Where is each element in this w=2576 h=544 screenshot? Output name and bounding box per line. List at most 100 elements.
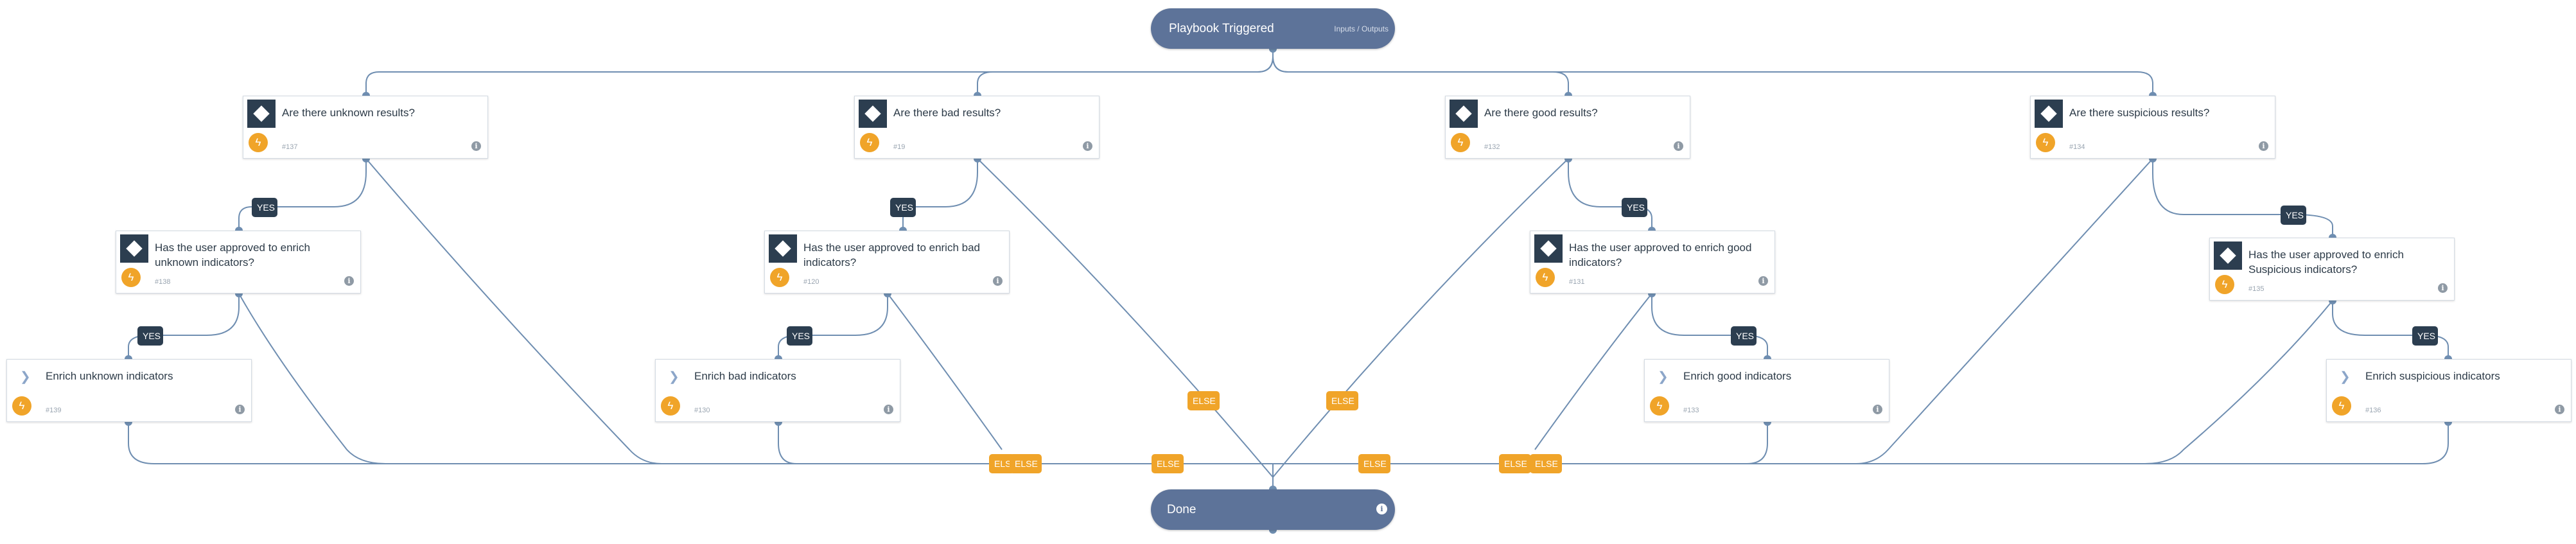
task-133-enrich-good[interactable]: ❯ ϟ Enrich good indicators #133 i bbox=[1644, 359, 1889, 422]
start-node-title: Playbook Triggered bbox=[1169, 22, 1274, 35]
edge-path bbox=[778, 422, 797, 464]
yes-label[interactable]: YES bbox=[2412, 326, 2438, 346]
task-id: #130 bbox=[694, 407, 710, 414]
info-icon[interactable]: i bbox=[1674, 141, 1683, 151]
info-icon[interactable]: i bbox=[1376, 504, 1387, 514]
info-icon[interactable]: i bbox=[2555, 405, 2564, 414]
task-131-approve-good[interactable]: ϟ Has the user approved to enrich good i… bbox=[1530, 231, 1775, 294]
info-icon[interactable]: i bbox=[471, 141, 481, 151]
task-title: Has the user approved to enrich unknown … bbox=[155, 241, 310, 268]
info-icon[interactable]: i bbox=[1873, 405, 1882, 414]
edge-path bbox=[1651, 294, 1768, 359]
edge-path bbox=[1272, 158, 1569, 478]
bolt-icon: ϟ bbox=[860, 133, 879, 152]
edge-path bbox=[1534, 293, 1652, 450]
edge-path bbox=[238, 159, 367, 231]
else-label[interactable]: ELSE bbox=[1530, 454, 1562, 473]
bolt-icon: ϟ bbox=[661, 396, 680, 416]
edge-path bbox=[887, 293, 1003, 450]
task-120-approve-bad[interactable]: ϟ Has the user approved to enrich bad in… bbox=[764, 231, 1010, 294]
edge-path bbox=[778, 294, 888, 359]
edge-path bbox=[365, 158, 662, 464]
task-137-unknown-results[interactable]: ϟ Are there unknown results? #137 i bbox=[243, 96, 488, 159]
info-icon[interactable]: i bbox=[2438, 283, 2448, 293]
task-title: Has the user approved to enrich bad indi… bbox=[803, 241, 981, 268]
edge-path bbox=[1272, 49, 2153, 96]
task-id: #139 bbox=[46, 407, 62, 414]
info-icon[interactable]: i bbox=[235, 405, 245, 414]
task-id: #120 bbox=[803, 278, 819, 286]
inputs-outputs-link[interactable]: Inputs / Outputs bbox=[1334, 24, 1389, 33]
bolt-icon: ϟ bbox=[2332, 396, 2351, 416]
bolt-icon: ϟ bbox=[1451, 133, 1470, 152]
info-icon[interactable]: i bbox=[993, 276, 1003, 286]
edge-path bbox=[238, 293, 386, 464]
end-node-title: Done bbox=[1167, 503, 1196, 516]
yes-label[interactable]: YES bbox=[890, 198, 916, 217]
bolt-icon: ϟ bbox=[770, 268, 789, 287]
task-19-bad-results[interactable]: ϟ Are there bad results? #19 i bbox=[854, 96, 1100, 159]
yes-label[interactable]: YES bbox=[1731, 326, 1757, 346]
yes-label[interactable]: YES bbox=[2281, 206, 2306, 225]
condition-icon bbox=[2214, 241, 2242, 270]
edge-path bbox=[977, 49, 1274, 96]
subplaybook-icon: ❯ bbox=[660, 363, 688, 391]
task-135-approve-suspicious[interactable]: ϟ Has the user approved to enrich Suspic… bbox=[2209, 238, 2455, 301]
else-label[interactable]: ELSE bbox=[1187, 391, 1220, 410]
task-139-enrich-unknown[interactable]: ❯ ϟ Enrich unknown indicators #139 i bbox=[6, 359, 252, 422]
task-title: Has the user approved to enrich Suspicio… bbox=[2248, 249, 2404, 276]
condition-icon bbox=[2035, 100, 2063, 128]
info-icon[interactable]: i bbox=[344, 276, 354, 286]
task-title: Enrich bad indicators bbox=[694, 370, 796, 382]
edge-path bbox=[1855, 158, 2153, 464]
edge-path bbox=[1746, 422, 1768, 464]
yes-label[interactable]: YES bbox=[787, 326, 812, 346]
bolt-icon: ϟ bbox=[12, 396, 31, 416]
task-title: Has the user approved to enrich good ind… bbox=[1569, 241, 1752, 268]
yes-label[interactable]: YES bbox=[137, 326, 163, 346]
else-label[interactable]: ELSE bbox=[1326, 391, 1358, 410]
else-label[interactable]: ELSE bbox=[1152, 454, 1184, 473]
condition-icon bbox=[1534, 234, 1563, 263]
condition-icon bbox=[769, 234, 797, 263]
task-title: Enrich good indicators bbox=[1683, 370, 1792, 382]
task-title: Are there bad results? bbox=[893, 107, 1001, 119]
edge-path bbox=[2144, 300, 2333, 464]
else-label[interactable]: ELSE bbox=[1499, 454, 1531, 473]
task-id: #137 bbox=[282, 143, 298, 151]
task-132-good-results[interactable]: ϟ Are there good results? #132 i bbox=[1445, 96, 1690, 159]
task-title: Enrich unknown indicators bbox=[46, 370, 173, 382]
task-title: Enrich suspicious indicators bbox=[2365, 370, 2500, 382]
edge-path bbox=[902, 159, 978, 231]
else-label[interactable]: ELSE bbox=[1358, 454, 1390, 473]
task-130-enrich-bad[interactable]: ❯ ϟ Enrich bad indicators #130 i bbox=[655, 359, 900, 422]
task-134-suspicious-results[interactable]: ϟ Are there suspicious results? #134 i bbox=[2030, 96, 2275, 159]
task-id: #19 bbox=[893, 143, 906, 151]
info-icon[interactable]: i bbox=[1758, 276, 1768, 286]
edge-path bbox=[128, 422, 1273, 464]
info-icon[interactable]: i bbox=[884, 405, 893, 414]
task-id: #135 bbox=[2248, 285, 2265, 293]
info-icon[interactable]: i bbox=[1083, 141, 1092, 151]
condition-icon bbox=[120, 234, 148, 263]
edge-path bbox=[2332, 301, 2449, 359]
condition-icon bbox=[247, 100, 276, 128]
task-id: #131 bbox=[1569, 278, 1585, 286]
bolt-icon: ϟ bbox=[2215, 275, 2234, 294]
task-id: #138 bbox=[155, 278, 171, 286]
edge-path bbox=[1568, 159, 1652, 231]
task-136-enrich-suspicious[interactable]: ❯ ϟ Enrich suspicious indicators #136 i bbox=[2326, 359, 2572, 422]
task-id: #134 bbox=[2069, 143, 2085, 151]
yes-label[interactable]: YES bbox=[252, 198, 277, 217]
info-icon[interactable]: i bbox=[2259, 141, 2268, 151]
bolt-icon: ϟ bbox=[121, 268, 141, 287]
yes-label[interactable]: YES bbox=[1622, 198, 1647, 217]
else-label[interactable]: ELSE bbox=[1010, 454, 1042, 473]
subplaybook-icon: ❯ bbox=[11, 363, 39, 391]
task-138-approve-unknown[interactable]: ϟ Has the user approved to enrich unknow… bbox=[116, 231, 361, 294]
end-node[interactable]: Done i bbox=[1151, 489, 1395, 530]
start-node[interactable]: Playbook Triggered Inputs / Outputs bbox=[1151, 8, 1395, 49]
edge-path bbox=[128, 294, 240, 359]
